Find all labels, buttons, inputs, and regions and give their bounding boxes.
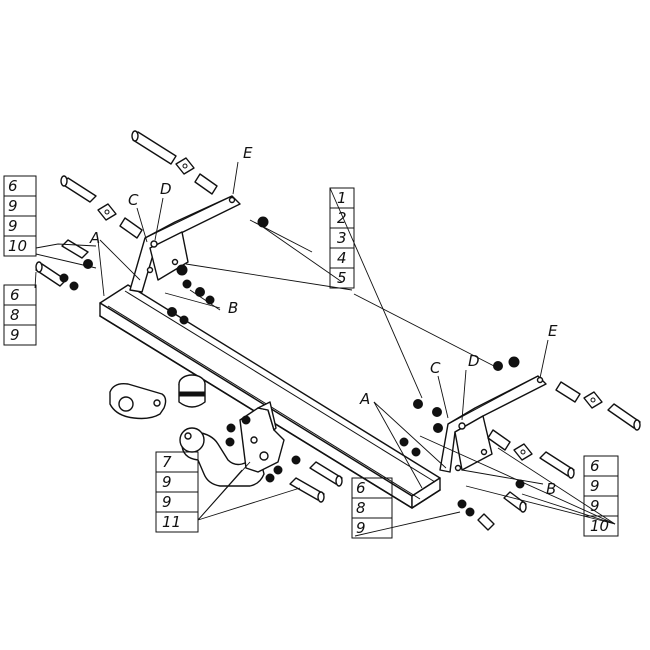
callout-bottom-left-2: 9 (162, 473, 172, 491)
square-plate-left-2 (97, 203, 117, 221)
leader-lines (34, 161, 616, 537)
callout-box-center: 1 2 3 4 5 (329, 187, 355, 289)
bolt-left-3 (35, 261, 67, 287)
label-B-right: B (546, 480, 556, 498)
label-A-left: A (89, 229, 100, 247)
label-D-left: D (160, 180, 172, 198)
bolt-right-3 (503, 491, 527, 513)
callout-bottom-left-1: 7 (162, 453, 172, 471)
callout-bottom-center-1: 6 (356, 479, 366, 497)
callout-center-4: 4 (337, 249, 347, 267)
label-A-right: A (359, 390, 370, 408)
bolt-bottom-center-2 (309, 461, 343, 487)
callout-right-3: 9 (590, 497, 600, 515)
callout-left-lower-2: 8 (10, 306, 20, 324)
callout-center-1: 1 (337, 189, 347, 207)
callout-bottom-center-3: 9 (356, 519, 366, 537)
callout-bottom-center-2: 8 (356, 499, 366, 517)
bolt-bottom-center-1 (289, 477, 325, 503)
square-plate-left-1 (175, 157, 195, 175)
bolt-right-2 (539, 451, 575, 479)
right-side-bracket (439, 375, 547, 473)
spacer-tube-left-2 (119, 217, 143, 239)
callout-center-3: 3 (337, 229, 347, 247)
bolt-top-left-2 (60, 175, 97, 203)
callout-box-left-lower: 6 8 9 (3, 284, 37, 346)
bolt-right-1 (607, 403, 641, 431)
callout-left-lower-1: 6 (10, 286, 20, 304)
callout-left-1: 6 (8, 177, 18, 195)
letter-labels: A B C D E A B C D E (89, 144, 558, 498)
square-plate-right-2 (513, 443, 533, 461)
bolt-left-4 (61, 239, 89, 259)
callout-box-bottom-left: 7 9 9 11 (155, 451, 199, 533)
label-D-right: D (468, 352, 480, 370)
callout-left-lower-3: 9 (10, 326, 20, 344)
callout-center-2: 2 (337, 209, 347, 227)
callout-box-left: 6 9 9 10 (3, 175, 37, 257)
label-E-right: E (548, 322, 558, 340)
spacer-tube-right-2 (487, 429, 511, 451)
label-C-left: C (128, 191, 139, 209)
callout-left-2: 9 (8, 197, 18, 215)
socket-mount-plate (109, 382, 167, 420)
callout-right-4: 10 (590, 517, 609, 535)
nuts-and-washers (59, 216, 525, 517)
ball-mount-assembly (179, 401, 285, 487)
callout-left-3: 9 (8, 217, 18, 235)
callout-right-2: 9 (590, 477, 600, 495)
callout-box-right: 6 9 9 10 (583, 455, 619, 537)
spacer-tube-left-1 (194, 173, 218, 195)
label-B-left: B (228, 299, 238, 317)
spacer-tube-right-1 (555, 381, 581, 403)
callout-right-1: 6 (590, 457, 600, 475)
square-plate-right-1 (583, 391, 603, 409)
ball-cover-cap (178, 374, 206, 408)
callout-bottom-left-4: 11 (162, 513, 181, 531)
bolt-bottom-right-4 (477, 513, 495, 531)
bolt-top-left-1 (131, 130, 177, 165)
callout-bottom-left-3: 9 (162, 493, 172, 511)
callout-center-5: 5 (337, 269, 347, 287)
label-E-left: E (243, 144, 253, 162)
callout-box-bottom-center: 6 8 9 (351, 477, 393, 539)
callout-left-4: 10 (8, 237, 27, 255)
label-C-right: C (430, 359, 441, 377)
left-side-bracket (129, 195, 241, 293)
main-cross-beam (99, 284, 441, 509)
